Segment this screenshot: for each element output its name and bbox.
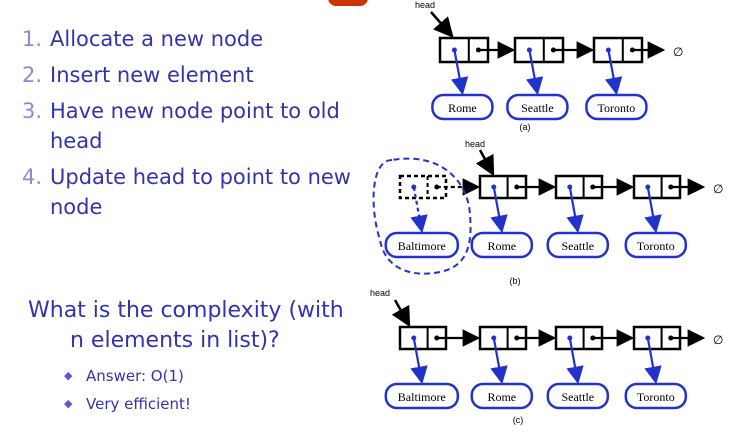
element-arrow [604, 49, 623, 96]
element-arrow [566, 337, 584, 385]
step-text: Insert new element [50, 63, 254, 87]
element-label: Toronto [637, 390, 675, 404]
element-label: Toronto [597, 101, 635, 115]
head-label: head [370, 288, 390, 298]
element-arrow [450, 49, 469, 96]
element-arrow [490, 337, 508, 385]
null-symbol: ∅ [713, 182, 723, 196]
step-item: 2.Insert new element [22, 63, 254, 87]
head-label: head [465, 139, 485, 149]
step-text: Update head to point to new node [50, 165, 351, 219]
element-label: Seattle [561, 239, 594, 253]
head-arrow [391, 299, 411, 328]
element-label: Toronto [637, 239, 675, 253]
element-arrow [410, 337, 428, 385]
head-arrow [430, 11, 454, 38]
diamond-bullet-icon: ◆ [64, 369, 73, 382]
complexity-question: What is the complexity (with n elements … [28, 298, 344, 353]
element-label: Seattle [561, 390, 594, 404]
panel-caption: (a) [520, 122, 531, 132]
head-label: head [415, 0, 435, 10]
element-arrow [525, 49, 544, 96]
panel-caption: (b) [510, 276, 521, 286]
null-symbol: ∅ [713, 333, 723, 347]
element-label: Rome [487, 239, 516, 253]
element-label: Rome [448, 101, 477, 115]
new-node-dashed-outline [372, 157, 472, 275]
step-text: Have new node point to old head [50, 99, 340, 153]
element-label: Rome [487, 390, 516, 404]
step-item: 1.Allocate a new node [22, 27, 264, 51]
element-label: Baltimore [398, 239, 446, 253]
answer-item: ◆Answer: O(1) [64, 362, 191, 390]
null-symbol: ∅ [673, 45, 683, 59]
element-arrow [644, 337, 662, 385]
step-item: 4.Update head to point to new node [22, 165, 351, 219]
panel-caption: (c) [513, 415, 524, 425]
step-item: 3.Have new node point to old head [22, 99, 340, 153]
diamond-bullet-icon: ◆ [64, 397, 73, 410]
head-arrow [475, 149, 495, 177]
element-arrow [644, 186, 662, 234]
step-text: Allocate a new node [50, 27, 264, 51]
answer-item: ◆Very efficient! [64, 390, 191, 418]
element-label: Baltimore [398, 390, 446, 404]
steps-list: 1.Allocate a new node 2.Insert new eleme… [22, 24, 382, 228]
element-arrow [490, 186, 508, 234]
element-label: Seattle [521, 101, 554, 115]
element-arrow [410, 186, 428, 234]
answer-list: ◆Answer: O(1) ◆Very efficient! [64, 362, 191, 418]
element-arrow [566, 186, 584, 234]
